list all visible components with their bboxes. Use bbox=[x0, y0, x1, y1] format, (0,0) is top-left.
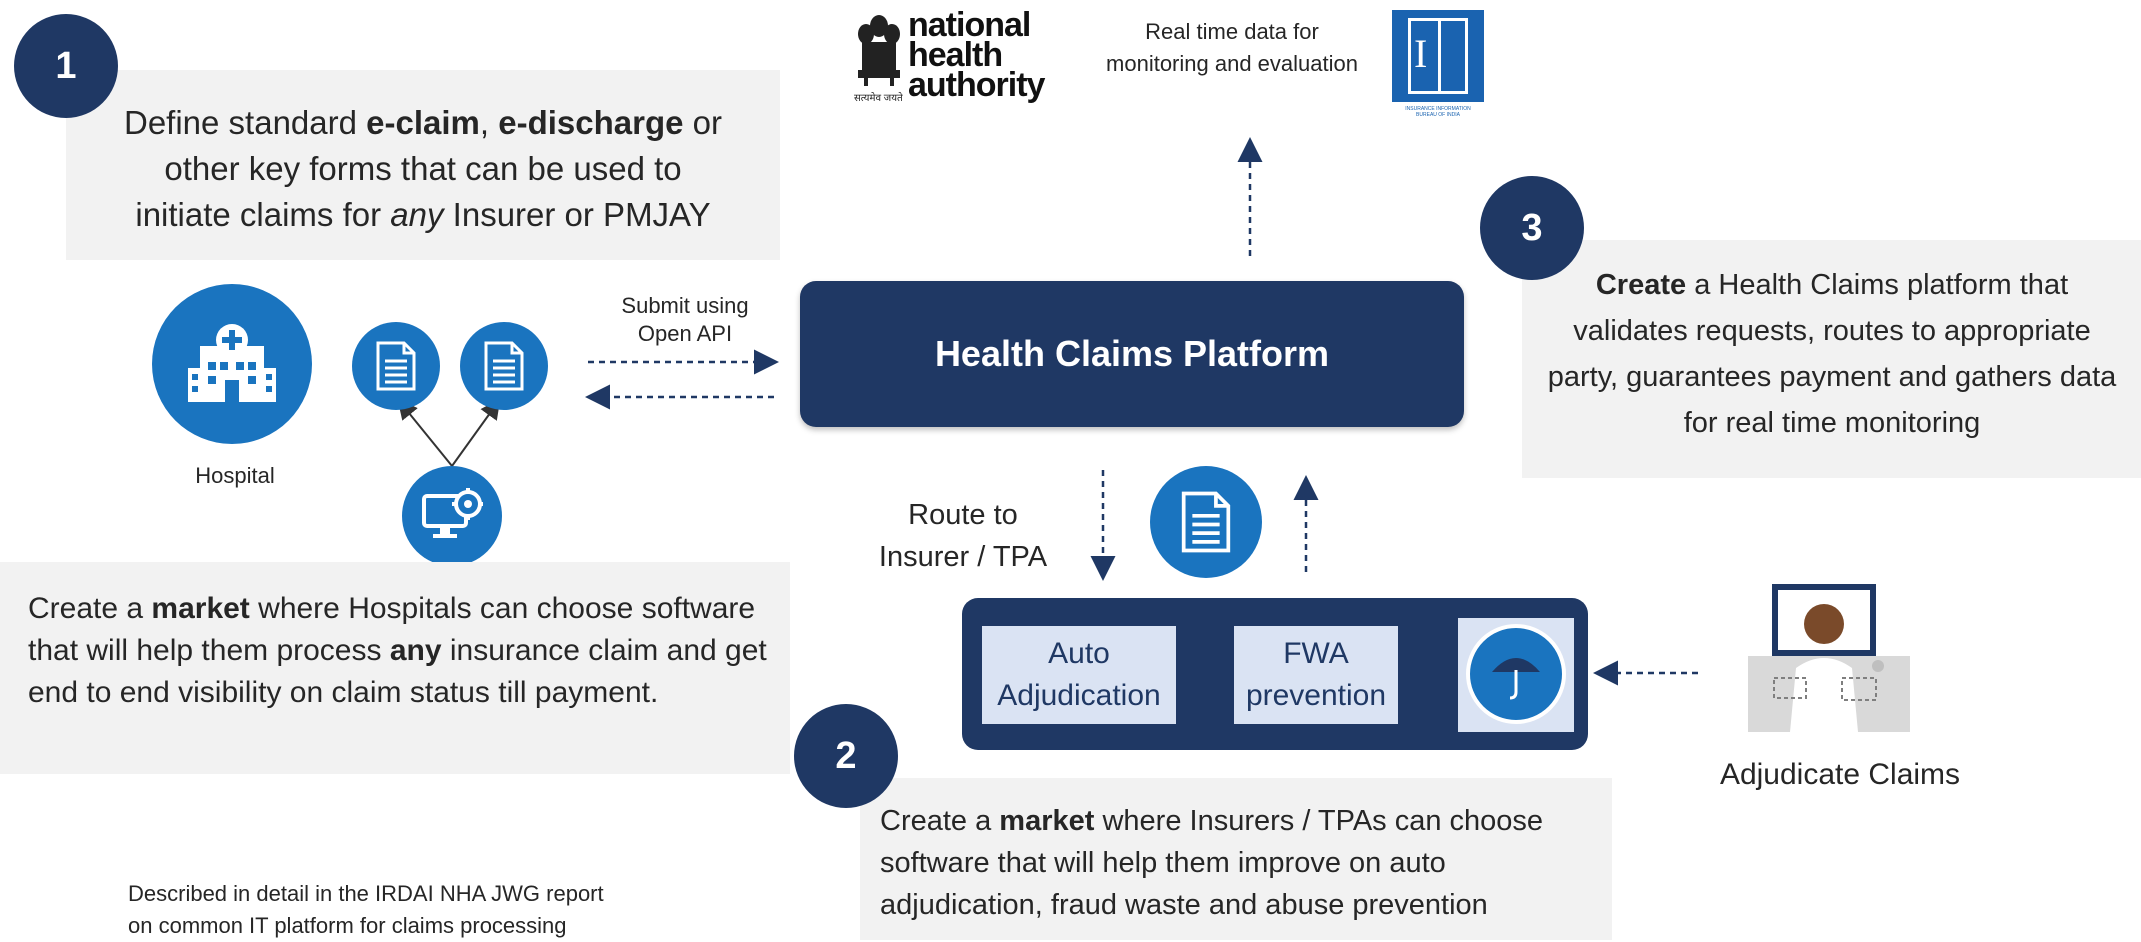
adjudicate-label: Adjudicate Claims bbox=[1719, 758, 1961, 791]
platform-label: Health Claims Platform bbox=[934, 333, 1330, 374]
iib-mark: I bbox=[1392, 10, 1484, 102]
connector-monitor-doc1 bbox=[397, 398, 453, 467]
route-label: Route to Insurer / TPA bbox=[878, 499, 1048, 573]
connector-monitor-doc2 bbox=[451, 398, 501, 467]
iib-letter: I bbox=[1414, 31, 1428, 76]
footer-note: Described in detail in the IRDAI NHA JWG… bbox=[128, 881, 604, 938]
hospital-market-text: Create a market where Hospitals can choo… bbox=[28, 592, 767, 709]
step1-line2: other key forms that can be used to bbox=[164, 150, 682, 187]
submit-api-label: Submit using Open API bbox=[621, 293, 749, 346]
adjudicator-icon bbox=[1744, 582, 1914, 732]
nha-word-2: health bbox=[908, 36, 1003, 74]
step2-badge: 2 bbox=[794, 704, 898, 808]
hospital-icon bbox=[152, 284, 312, 444]
iib-caption: INSURANCE INFORMATION BUREAU OF INDIA bbox=[1405, 106, 1471, 118]
document-icon bbox=[352, 322, 440, 410]
hospital-market-callout bbox=[0, 562, 790, 774]
insurer-software-bar: Auto Adjudication FWA prevention bbox=[962, 598, 1588, 750]
step2-text: Create a market where Insurers / TPAs ca… bbox=[880, 805, 1544, 921]
auto-adjudication-box: Auto Adjudication bbox=[982, 626, 1176, 724]
step3-badge: 3 bbox=[1480, 176, 1584, 280]
umbrella-tile bbox=[1458, 618, 1574, 732]
nha-word-3: authority bbox=[908, 66, 1045, 104]
realtime-label: Real time data for monitoring and evalua… bbox=[1106, 19, 1358, 76]
step1-line3: initiate claims for any Insurer or PMJAY bbox=[135, 196, 711, 233]
nha-word-1: national bbox=[908, 6, 1031, 44]
step1-badge: 1 bbox=[14, 14, 118, 118]
document-icon bbox=[1150, 466, 1262, 578]
document-icon bbox=[460, 322, 548, 410]
nha-motto: सत्यमेव जयते bbox=[854, 93, 903, 104]
step3-callout bbox=[1522, 240, 2141, 478]
nha-logo: सत्यमेव जयते national health authority bbox=[854, 6, 1076, 106]
step2-callout bbox=[860, 778, 1612, 940]
health-claims-platform: Health Claims Platform bbox=[800, 281, 1464, 427]
step3-text: Create a Health Claims platform that val… bbox=[1547, 269, 2117, 439]
fwa-prevention-box: FWA prevention bbox=[1234, 626, 1398, 724]
emblem-icon bbox=[858, 15, 900, 86]
step1-callout bbox=[66, 70, 780, 260]
iib-logo: I INSURANCE INFORMATION BUREAU OF INDIA bbox=[1392, 10, 1486, 122]
step1-line1: Define standard e-claim, e-discharge or bbox=[124, 104, 722, 141]
nha-wordmark: national health authority bbox=[908, 6, 1045, 104]
monitor-gear-icon bbox=[402, 466, 502, 566]
step1-text: Define standard e-claim, e-discharge or … bbox=[66, 100, 780, 238]
umbrella-icon bbox=[1466, 624, 1566, 724]
hospital-label: Hospital bbox=[195, 463, 275, 488]
